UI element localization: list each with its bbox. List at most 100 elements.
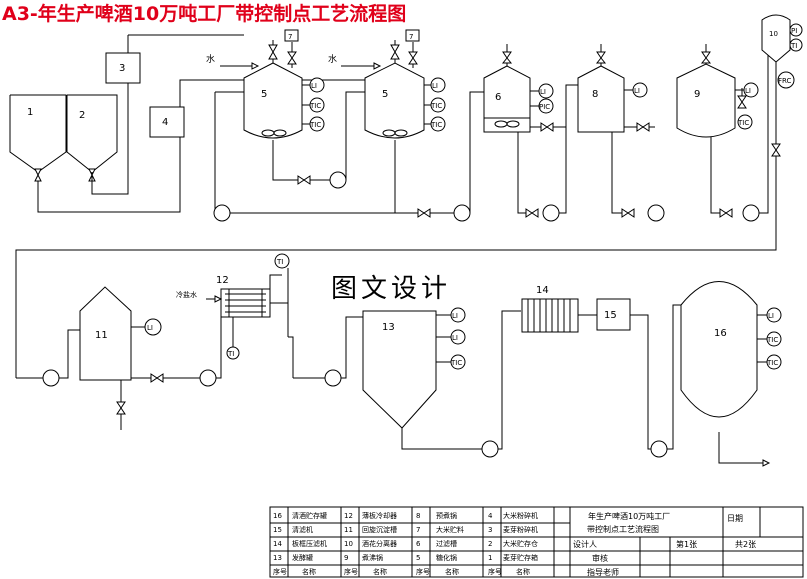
svg-text:TIC: TIC: [430, 121, 442, 129]
mill-4: 4: [149, 106, 185, 138]
mash-tun-5b: 5 7: [364, 29, 425, 139]
equipment-name: 回旋沉淀槽: [362, 525, 397, 534]
equipment-name: 过滤槽: [436, 539, 457, 548]
row-number: 7: [416, 526, 420, 534]
svg-text:FRC: FRC: [778, 77, 792, 85]
row-number: 1: [488, 554, 492, 562]
advisor-label: 指导老师: [587, 567, 619, 577]
instrument-tic: TIC: [737, 114, 753, 130]
instrument-li: LI: [766, 307, 782, 323]
row-number: 6: [416, 540, 421, 548]
equipment-name: 煮沸锅: [362, 553, 383, 562]
whirlpool-tank-11: 11: [79, 286, 132, 381]
drawing-title: A3-年生产啤酒10万吨工厂带控制点工艺流程图: [2, 2, 406, 25]
row-number: 3: [488, 526, 492, 534]
svg-text:4: 4: [162, 117, 168, 128]
designer-label: 设计人: [573, 539, 597, 549]
pump: [213, 204, 231, 222]
svg-text:TIC: TIC: [766, 336, 778, 344]
svg-text:7: 7: [288, 33, 292, 41]
hopper-2: 2: [66, 94, 118, 173]
instrument-tic: TIC: [766, 331, 782, 347]
total-label: 共2张: [735, 540, 756, 549]
pump: [42, 369, 60, 387]
header-name: 名称: [302, 567, 316, 576]
equipment-name: 薄板冷却器: [362, 511, 397, 520]
svg-text:LI: LI: [540, 88, 546, 96]
instrument-pi: PI: [789, 23, 803, 37]
svg-text:PI: PI: [791, 27, 797, 35]
pump: [650, 440, 668, 458]
instrument-li: LI: [309, 77, 325, 93]
row-number: 9: [344, 554, 348, 562]
equipment-name: 大米贮存仓: [503, 539, 538, 548]
svg-text:TI: TI: [227, 350, 234, 358]
svg-text:6: 6: [495, 92, 501, 103]
mill-3: 3: [105, 52, 141, 84]
date-label: 日期: [727, 514, 743, 523]
svg-text:5: 5: [382, 89, 388, 100]
instrument-frc: FRC: [777, 71, 795, 89]
equipment-name: 预煮锅: [436, 511, 457, 520]
svg-text:5: 5: [261, 89, 267, 100]
clarifier-15: 15: [596, 298, 631, 331]
instrument-li: LI: [743, 82, 759, 98]
row-number: 14: [273, 540, 282, 548]
brine-label: 冷盐水: [176, 290, 197, 299]
plate-cooler-12: 12: [216, 275, 271, 318]
title-block: [269, 506, 804, 578]
svg-text:15: 15: [604, 310, 617, 321]
valve: [34, 35, 181, 213]
water-label: 水: [328, 53, 337, 65]
svg-text:12: 12: [216, 275, 229, 286]
header-name: 名称: [445, 567, 459, 576]
svg-text:TIC: TIC: [766, 359, 778, 367]
row-number: 4: [488, 512, 493, 520]
equipment-name: 大米贮料: [436, 525, 464, 534]
svg-text:14: 14: [536, 285, 549, 296]
svg-text:13: 13: [382, 322, 395, 333]
equipment-name: 清滤机: [292, 525, 313, 534]
header-name: 名称: [373, 567, 387, 576]
instrument-li: LI: [430, 77, 446, 93]
row-number: 10: [344, 540, 353, 548]
svg-text:LI: LI: [634, 87, 640, 95]
svg-text:LI: LI: [452, 334, 458, 342]
lauter-tun-6: 6: [483, 44, 531, 133]
svg-text:1: 1: [27, 107, 33, 118]
svg-text:TI: TI: [790, 42, 797, 50]
svg-text:TIC: TIC: [309, 121, 321, 129]
svg-text:2: 2: [79, 110, 85, 121]
hop-separator-10: 10: [761, 14, 791, 63]
svg-text:PIC: PIC: [539, 103, 550, 111]
hopper-1: 1: [9, 94, 67, 173]
instrument-tic: TIC: [450, 354, 466, 370]
svg-text:LI: LI: [311, 82, 317, 90]
instrument-tic: TIC: [309, 116, 325, 132]
pump: [453, 204, 471, 222]
svg-text:LI: LI: [432, 82, 438, 90]
equipment-name: 板框压滤机: [292, 539, 327, 548]
svg-text:LI: LI: [768, 312, 774, 320]
instrument-ti: TI: [789, 38, 803, 52]
svg-text:8: 8: [592, 89, 598, 100]
row-number: 15: [273, 526, 282, 534]
svg-text:LI: LI: [452, 312, 458, 320]
svg-text:TIC: TIC: [430, 102, 442, 110]
svg-text:11: 11: [95, 330, 108, 341]
watermark-text: 图文设计: [331, 274, 451, 304]
instrument-tic: TIC: [430, 116, 446, 132]
pump: [542, 204, 560, 222]
header-number: 序号: [488, 567, 502, 576]
instrument-pic: PIC: [538, 98, 554, 114]
instrument-li: LI: [450, 307, 466, 323]
row-number: 8: [416, 512, 420, 520]
filter-press-14: 14: [521, 285, 579, 333]
equipment-name: 麦芽粉碎机: [503, 525, 538, 534]
instrument-li: LI: [632, 82, 648, 98]
instrument-tic: TIC: [766, 354, 782, 370]
pump: [647, 204, 665, 222]
mash-tun-5a: 5 7: [243, 29, 303, 139]
instrument-ti: TI: [226, 346, 240, 360]
